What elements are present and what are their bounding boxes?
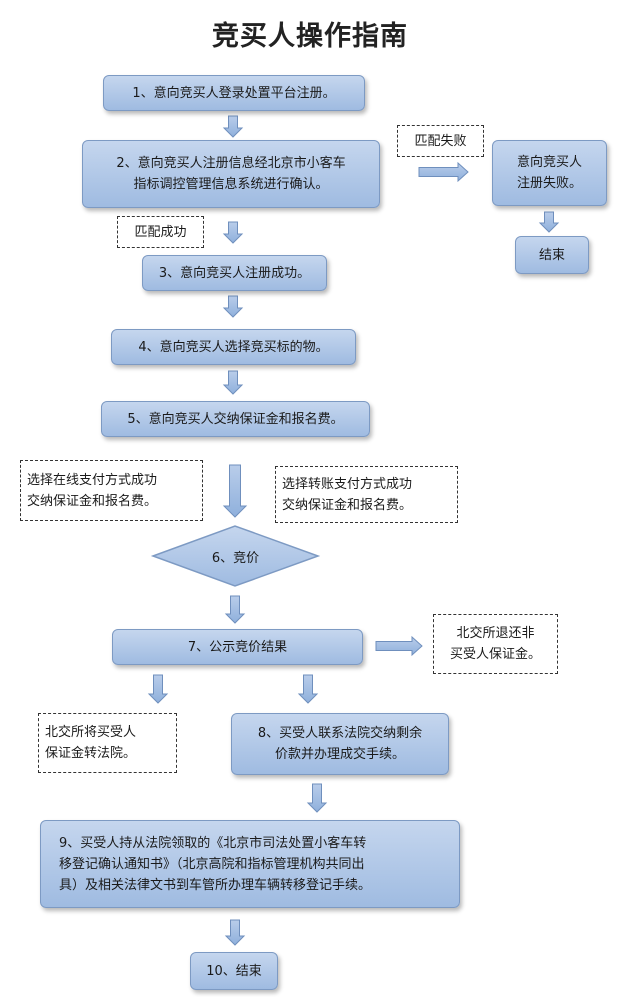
- arrow-5-6: [222, 464, 248, 518]
- arrow-8-9: [306, 783, 328, 813]
- step-4-select-lot: 4、意向竞买人选择竞买标的物。: [111, 329, 356, 365]
- arrow-2-3: [222, 221, 244, 244]
- note-match-success: 匹配成功: [117, 216, 204, 248]
- step-6-bid: 6、竞价: [211, 550, 260, 566]
- register-fail-box: 意向竞买人 注册失败。: [492, 140, 607, 206]
- step-9-transfer-registration: 9、买受人持从法院领取的《北京市司法处置小客车转 移登记确认通知书》（北京高院和…: [40, 820, 460, 908]
- arrow-4-5: [222, 370, 244, 395]
- arrow-6-7: [224, 595, 246, 624]
- arrow-2-fail: [418, 161, 469, 183]
- note-match-fail: 匹配失败: [397, 125, 484, 157]
- step-10-end: 10、结束: [190, 952, 278, 990]
- arrow-9-10: [224, 919, 246, 946]
- page-title: 竞买人操作指南: [212, 21, 408, 52]
- decision-diamond: [150, 525, 321, 587]
- step-3-register-success: 3、意向竞买人注册成功。: [142, 255, 327, 291]
- arrow-fail-end: [538, 211, 560, 233]
- note-transfer-pay: 选择转账支付方式成功 交纳保证金和报名费。: [275, 466, 458, 523]
- note-refund-deposit: 北交所退还非 买受人保证金。: [433, 614, 558, 674]
- step-2-verify: 2、意向竞买人注册信息经北京市小客车 指标调控管理信息系统进行确认。: [82, 140, 380, 208]
- note-online-pay: 选择在线支付方式成功 交纳保证金和报名费。: [20, 460, 203, 521]
- end-box-fail: 结束: [515, 236, 589, 274]
- step-5-pay-deposit: 5、意向竞买人交纳保证金和报名费。: [101, 401, 370, 437]
- arrow-7-refund: [375, 635, 423, 657]
- step-1-register: 1、意向竞买人登录处置平台注册。: [103, 75, 365, 111]
- arrow-7-8: [297, 674, 319, 704]
- step-8-pay-remaining: 8、买受人联系法院交纳剩余 价款并办理成交手续。: [231, 713, 449, 775]
- arrow-3-4: [222, 295, 244, 318]
- note-transfer-to-court: 北交所将买受人 保证金转法院。: [38, 713, 177, 773]
- step-7-publish-result: 7、公示竞价结果: [112, 629, 363, 665]
- arrow-1-2: [222, 115, 244, 138]
- arrow-7-left: [147, 674, 169, 704]
